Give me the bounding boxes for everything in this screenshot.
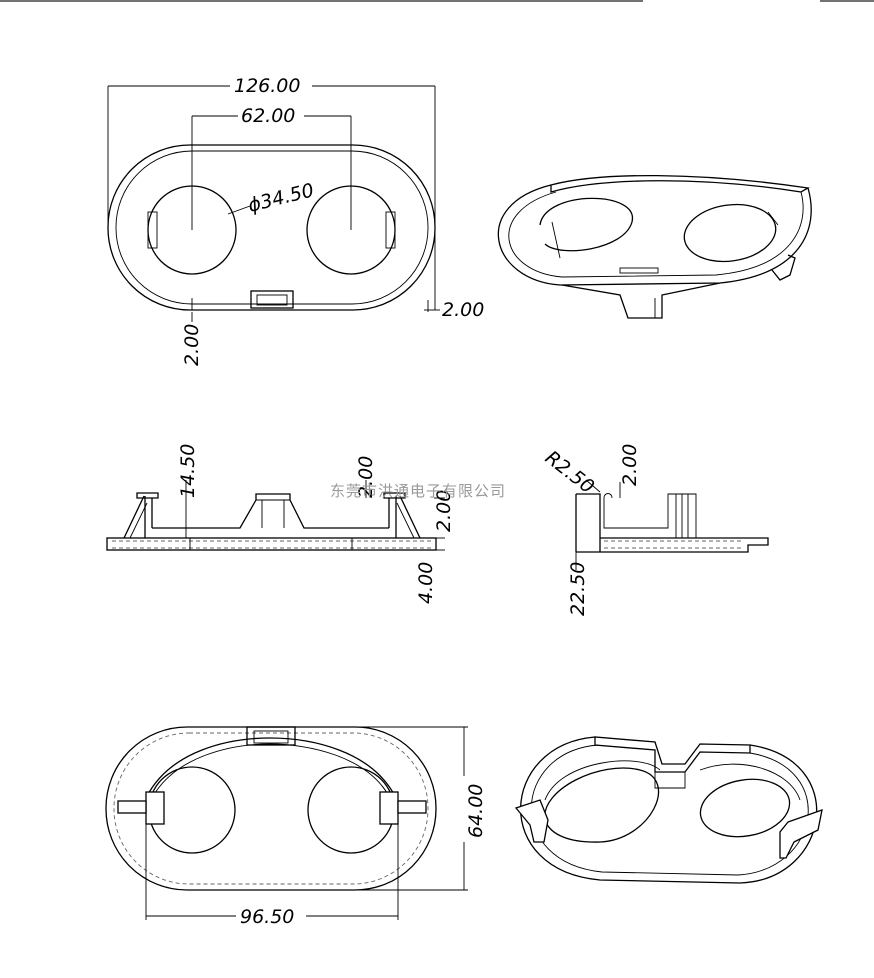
dim-width: 64.00 <box>465 784 487 838</box>
company-watermark: 东莞市洪通电子有限公司 <box>330 482 506 500</box>
dim-overall-length: 126.00 <box>234 75 300 97</box>
dim-side-right: 2.00 <box>433 490 455 532</box>
bottom-view <box>105 726 468 920</box>
dim-contact-span: 96.50 <box>240 906 294 928</box>
end-view <box>575 479 769 570</box>
side-view <box>106 480 445 551</box>
dim-right-wall: 2.00 <box>442 299 484 321</box>
dim-end-top: 2.00 <box>619 444 641 486</box>
dim-side-height: 14.50 <box>177 444 199 498</box>
top-view <box>107 85 440 322</box>
dim-base-thickness: 4.00 <box>415 562 437 604</box>
dim-side-top: 2.00 <box>355 456 377 498</box>
dim-cell-diameter: ϕ34.50 <box>246 179 316 217</box>
dim-radius: R2.50 <box>541 447 598 499</box>
dim-center-distance: 62.00 <box>241 105 295 127</box>
dim-end-height: 22.50 <box>567 562 589 616</box>
isometric-view-top <box>497 174 812 319</box>
isometric-view-bottom <box>514 736 823 884</box>
dim-bottom-wall: 2.00 <box>181 324 203 366</box>
